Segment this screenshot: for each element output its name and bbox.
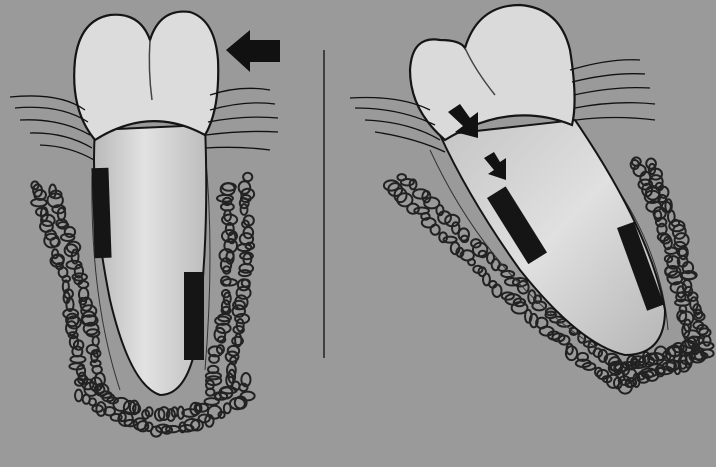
arrow-left-icon: [226, 30, 280, 72]
bone-trabecula: [235, 295, 247, 309]
right-tooth-crown: [410, 5, 575, 140]
bone-trabecula: [431, 225, 440, 235]
bone-trabecula: [243, 173, 252, 182]
bone-trabecula: [113, 398, 129, 411]
bone-trabecula: [239, 181, 251, 194]
bone-trabecula: [665, 248, 677, 254]
bone-trabecula: [75, 390, 82, 402]
left-tooth-crown: [74, 12, 218, 140]
bone-trabecula: [241, 204, 248, 215]
bone-trabecula: [633, 165, 645, 176]
left-compression-zone-upper: [91, 168, 111, 259]
bone-trabecula: [675, 233, 689, 247]
bone-trabecula: [214, 328, 225, 342]
left-panel: [10, 12, 280, 437]
left-compression-zone-lower: [184, 272, 204, 360]
bone-trabecula: [468, 259, 475, 265]
right-panel: [350, 5, 714, 394]
